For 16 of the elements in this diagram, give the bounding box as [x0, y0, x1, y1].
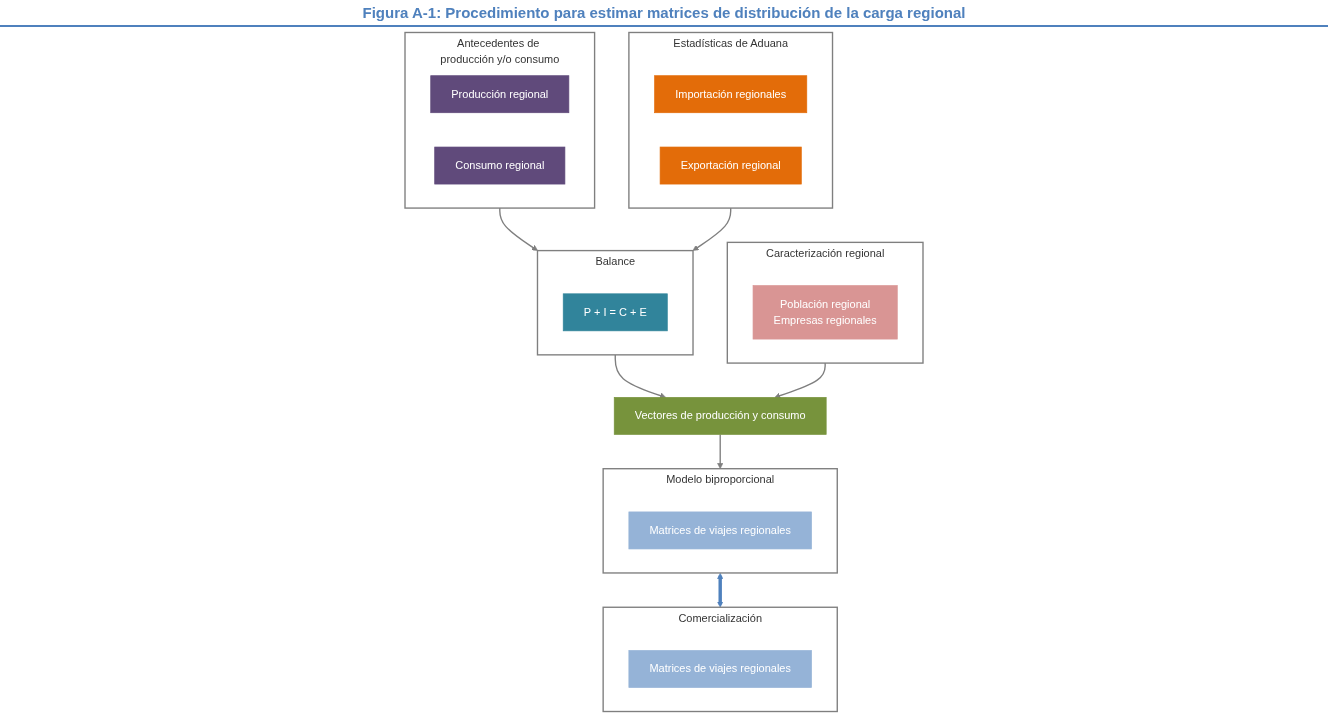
node-box: Producción regional: [430, 75, 570, 114]
arrow: [499, 207, 538, 251]
node-box: Matrices de viajes regionales: [628, 511, 812, 550]
arrow: [614, 354, 666, 399]
node-box: Exportación regional: [659, 146, 802, 185]
arrow: [717, 572, 724, 608]
node-box: Consumo regional: [434, 146, 566, 185]
node-box: Matrices de viajes regionales: [628, 650, 812, 688]
node-box: Vectores de producción y consumo: [613, 397, 827, 435]
arrow: [692, 207, 732, 251]
node-box: Población regional Empresas regionales: [752, 285, 898, 340]
arrow: [717, 433, 724, 469]
node-box: Importación regionales: [654, 75, 808, 114]
arrow: [774, 362, 826, 399]
figure-title: Figura A-1: Procedimiento para estimar matrices de distribución de la carga regional: [0, 0, 1328, 27]
node-box: P + I = C + E: [562, 293, 668, 332]
